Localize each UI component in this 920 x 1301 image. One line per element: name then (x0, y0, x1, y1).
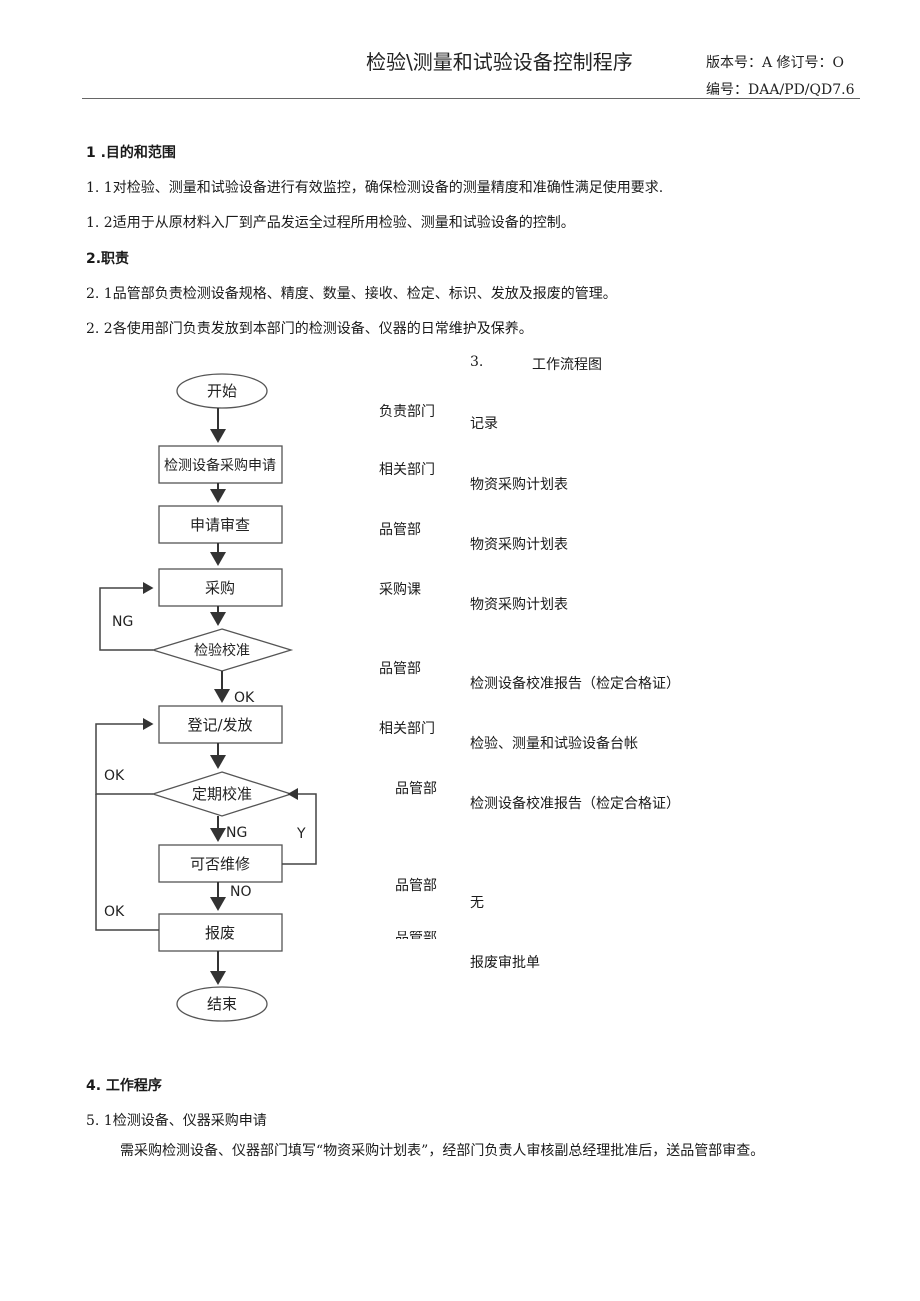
record-row-3: 物资采购计划表 (470, 597, 568, 613)
register-box (158, 705, 283, 744)
section-2-title: 2.职责 (86, 251, 130, 267)
start-node (176, 373, 268, 409)
dept-header: 负责部门 (379, 404, 435, 420)
dept-row-2: 品管部 (379, 522, 421, 538)
apply-label: 检测设备采购申请 (164, 457, 276, 474)
section-2-1: 2. 1品管部负责检测设备规格、精度、数量、接收、检定、标识、发放及报废的管理。 (86, 286, 617, 302)
review-label: 申请审查 (190, 516, 250, 534)
no-label: NO (230, 884, 252, 900)
scrap-box (158, 913, 283, 952)
record-row-7: 无 (470, 895, 484, 911)
ng-label-1: NG (112, 614, 133, 630)
periodic-diamond (150, 771, 294, 817)
scrap-label: 报废 (205, 924, 235, 942)
y-label: Y (296, 826, 306, 842)
record-row-4: 检测设备校准报告（检定合格证） (470, 676, 680, 692)
section-1-title: 1 .目的和范围 (86, 145, 176, 161)
header-divider (82, 98, 860, 99)
section-5-1-text: 需采购检测设备、仪器部门填写“物资采购计划表”，经部门负责人审核副总经理批准后，… (120, 1143, 765, 1159)
ok-label-1: OK (234, 690, 255, 706)
ng-label-2: NG (226, 825, 247, 841)
ok-label-3: OK (104, 904, 125, 920)
section-1-1: 1. 1对检验、测量和试验设备进行有效监控，确保检测设备的测量精度和准确性满足使… (86, 180, 664, 196)
dept-row-4: 品管部 (379, 661, 421, 677)
dept-row-3: 采购课 (379, 582, 421, 598)
purchase-box (158, 568, 283, 607)
dept-row-5: 相关部门 (379, 721, 435, 737)
dept-row-6: 品管部 (395, 781, 437, 797)
section-3-number: 3. (470, 354, 484, 370)
end-label: 结束 (207, 995, 237, 1013)
review-box (158, 505, 283, 544)
version-number: 版本号：A 修订号：O (706, 55, 845, 71)
section-2-2: 2. 2各使用部门负责发放到本部门的检测设备、仪器的日常维护及保养。 (86, 321, 533, 337)
record-row-5: 检验、测量和试验设备台帐 (470, 736, 638, 752)
end-node (176, 986, 268, 1022)
periodic-label: 定期校准 (192, 785, 252, 803)
document-code: 编号：DAA/PD/QD7.6 (706, 82, 855, 98)
section-4-title: 4. 工作程序 (86, 1078, 162, 1094)
record-row-1: 物资采购计划表 (470, 477, 568, 493)
dept-row-1: 相关部门 (379, 462, 435, 478)
record-row-8: 报废审批单 (470, 955, 540, 971)
purchase-label: 采购 (205, 579, 235, 597)
section-3-title: 工作流程图 (532, 357, 602, 373)
section-5-1: 5. 1检测设备、仪器采购申请 (86, 1113, 267, 1129)
section-1-2: 1. 2适用于从原材料入厂到产品发运全过程所用检验、测量和试验设备的控制。 (86, 215, 575, 231)
dept-row-8-clipped: 品管部 (395, 931, 437, 939)
document-title: 检验\测量和试验设备控制程序 (366, 50, 633, 74)
record-row-2: 物资采购计划表 (470, 537, 568, 553)
ok-label-2: OK (104, 768, 125, 784)
record-row-6: 检测设备校准报告（检定合格证） (470, 796, 680, 812)
record-header: 记录 (470, 416, 498, 432)
apply-box (158, 445, 283, 484)
repair-box (158, 844, 283, 883)
register-label: 登记/发放 (187, 716, 252, 734)
start-label: 开始 (207, 382, 237, 400)
calibrate-label: 检验校准 (194, 642, 250, 659)
repair-label: 可否维修 (190, 855, 250, 873)
dept-row-7: 品管部 (395, 878, 437, 894)
